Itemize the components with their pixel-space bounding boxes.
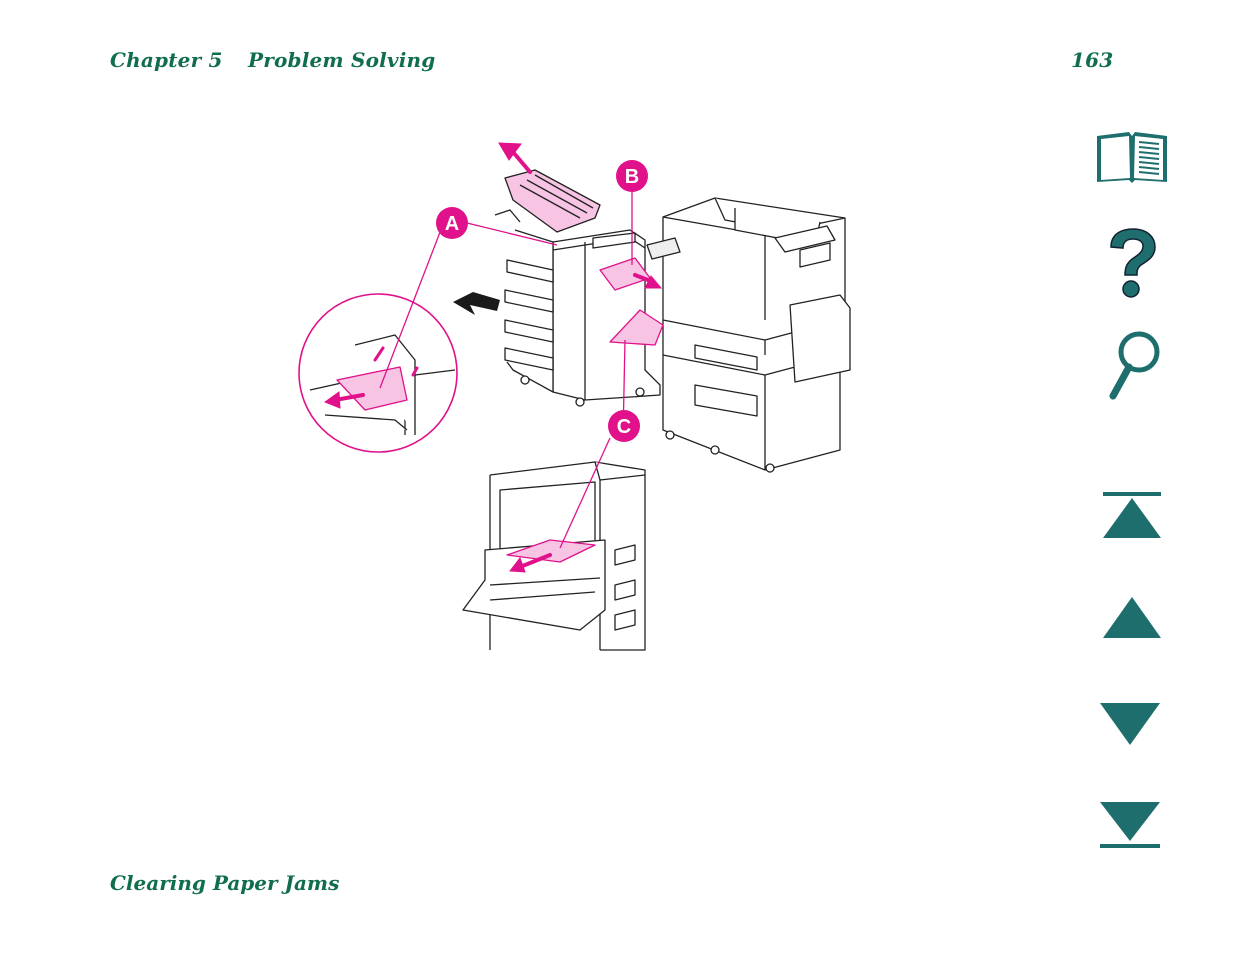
- section-title: Problem Solving: [248, 48, 435, 72]
- svg-text:B: B: [625, 166, 639, 188]
- printer-body: [647, 198, 850, 472]
- svg-text:A: A: [445, 213, 459, 235]
- paper-jam-illustration: A B C: [295, 130, 865, 655]
- previous-page-icon[interactable]: [1100, 595, 1164, 641]
- last-page-icon[interactable]: [1097, 799, 1163, 851]
- first-page-icon[interactable]: [1100, 490, 1164, 542]
- page-number: 163: [1071, 48, 1113, 72]
- magnifier-search-icon[interactable]: [1103, 330, 1163, 404]
- insert-arrow: [453, 292, 500, 315]
- chapter-label: Chapter 5: [110, 48, 223, 72]
- callout-a: A: [436, 207, 468, 239]
- output-tray: [495, 170, 600, 232]
- book-icon[interactable]: [1093, 128, 1171, 186]
- svg-text:C: C: [617, 416, 631, 438]
- callout-b: B: [616, 160, 648, 192]
- next-page-icon[interactable]: [1097, 700, 1163, 748]
- footer-title: Clearing Paper Jams: [110, 871, 339, 895]
- help-question-icon[interactable]: [1103, 227, 1161, 299]
- callout-c: C: [608, 410, 640, 442]
